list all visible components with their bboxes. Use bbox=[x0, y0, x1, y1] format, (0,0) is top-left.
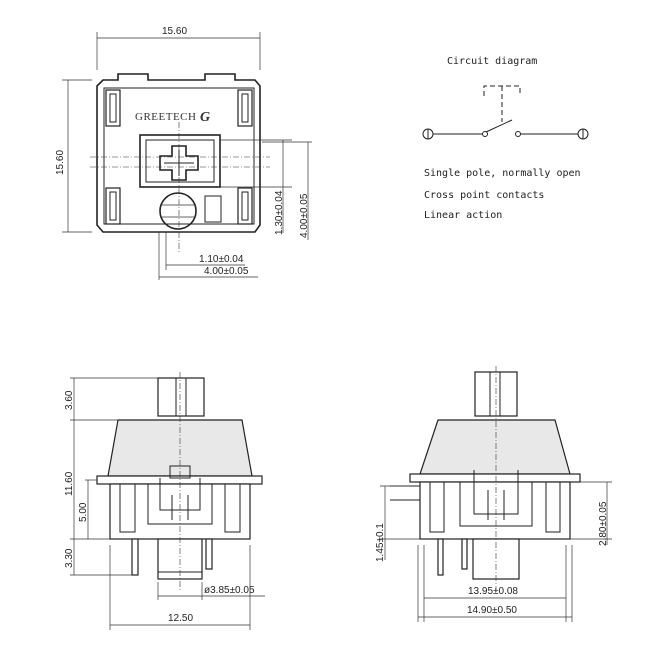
dim-11-60: 11.60 bbox=[64, 471, 75, 496]
circuit-diagram: Circuit diagram Single pole, normally op… bbox=[422, 56, 589, 221]
circuit-note-3: Linear action bbox=[424, 210, 502, 221]
dim-4-00-vertical: 4.00±0.05 bbox=[299, 193, 310, 238]
circuit-note-1: Single pole, normally open bbox=[424, 168, 581, 179]
circuit-note-2: Cross point contacts bbox=[424, 190, 544, 201]
brand-text: GREETECH bbox=[135, 111, 196, 123]
dim-3-60: 3.60 bbox=[64, 390, 75, 410]
dim-2-80: 2.80±0.05 bbox=[598, 501, 609, 546]
logo-mark: G bbox=[200, 110, 211, 125]
dim-3-30: 3.30 bbox=[64, 548, 75, 568]
dim-1-45: 1.45±0.1 bbox=[375, 523, 386, 562]
dim-12-50: 12.50 bbox=[168, 613, 193, 624]
dim-14-90: 14.90±0.50 bbox=[467, 605, 517, 616]
dim-top-width: 15.60 bbox=[162, 26, 187, 37]
dim-3-85: ø3.85±0.05 bbox=[204, 585, 255, 596]
top-view: GREETECH G 15.60 15.60 1.30±0.04 bbox=[55, 26, 312, 280]
dim-4-00-horizontal: 4.00±0.05 bbox=[204, 266, 249, 277]
circuit-title: Circuit diagram bbox=[447, 56, 537, 67]
dim-5-00: 5.00 bbox=[78, 502, 89, 522]
dim-13-95: 13.95±0.08 bbox=[468, 586, 518, 597]
front-view: 3.60 11.60 5.00 3.30 ø3.85±0.05 12.50 bbox=[64, 372, 265, 630]
dim-1-30: 1.30±0.04 bbox=[274, 190, 285, 235]
dim-1-10: 1.10±0.04 bbox=[199, 254, 244, 265]
dim-top-height: 15.60 bbox=[55, 150, 66, 175]
side-view: 1.45±0.1 2.80±0.05 13.95±0.08 14.90±0.50 bbox=[375, 366, 612, 622]
